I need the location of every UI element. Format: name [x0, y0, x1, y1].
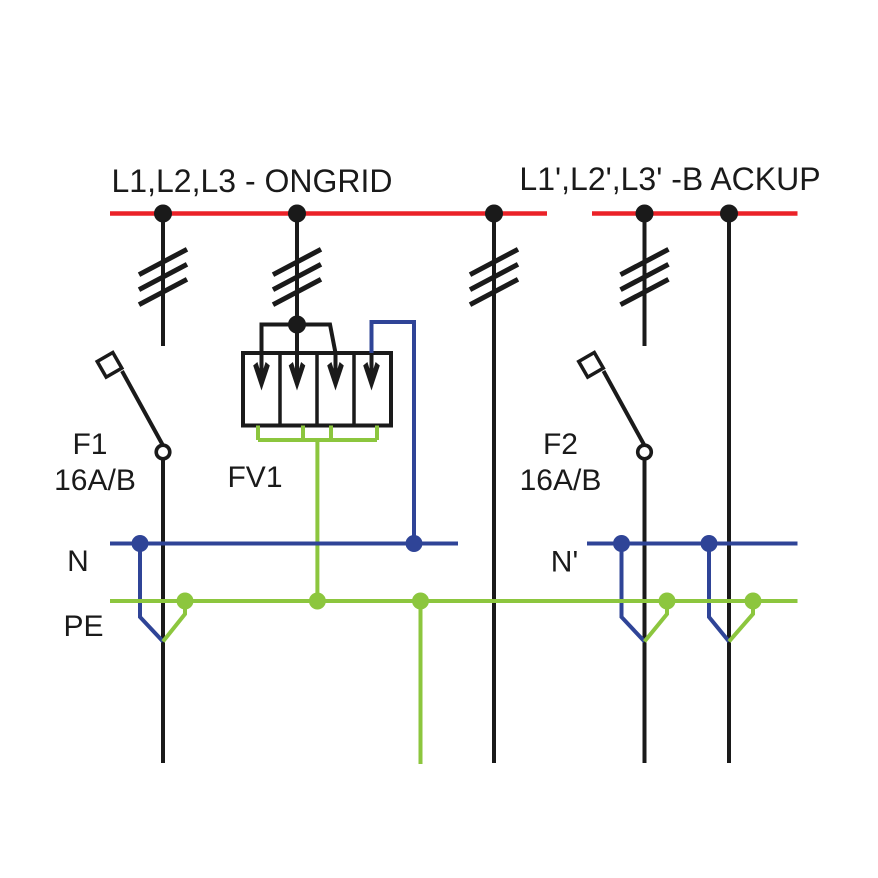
spd-earth-comb: [256, 425, 379, 601]
spd-arrow-cell4: [363, 353, 380, 391]
breaker-f1-rating: 16A/B: [54, 464, 136, 497]
backup-bus-label: L1',L2',L3' -B ACKUP: [519, 161, 820, 197]
breaker-f1-label: F1: [72, 428, 107, 461]
breaker-f1-contact-circle: [154, 443, 172, 461]
neutral-bond-link-1: [138, 543, 165, 643]
three-phase-mark-1: [137, 247, 189, 307]
junction-dot-phase: [635, 204, 654, 223]
junction-dot-phase: [288, 204, 306, 223]
junction-dot-neutral: [405, 535, 423, 552]
breaker-f2-blade: [601, 370, 647, 447]
junction-dot-earth: [176, 592, 194, 610]
junction-dot-earth: [744, 592, 762, 610]
junction-dot-phase: [720, 204, 738, 223]
phase-tick: [468, 247, 520, 277]
neutral-bond-link-2: [619, 543, 646, 643]
phase-tick: [137, 262, 189, 292]
breaker-f2-label: F2: [543, 428, 578, 461]
ongrid-bus-label: L1,L2,L3 - ONGRID: [112, 163, 393, 199]
spd-arrow-cell2: [288, 353, 306, 391]
neutral-bus-backup: [587, 541, 798, 643]
three-phase-mark-2: [271, 247, 323, 307]
junction-dot-neutral: [700, 535, 718, 552]
phase-tick: [271, 247, 323, 277]
junction-dot-earth: [308, 592, 326, 610]
phase-tick: [137, 247, 189, 277]
junction-dot-spd-feed: [288, 315, 306, 334]
neutral-bus-ongrid: [110, 541, 458, 643]
spd-arrow-cell3: [327, 353, 344, 391]
spd-arrow-cell1: [253, 353, 270, 391]
neutral-bus-label: N: [67, 545, 89, 578]
earth-bus-label: PE: [63, 610, 103, 643]
phase-tick: [468, 262, 520, 292]
breaker-f2-fuse-square: [576, 350, 606, 380]
phase-tick: [271, 262, 323, 292]
spd-arrow-head: [253, 362, 270, 391]
phase-feeder-f1: [94, 213, 189, 763]
spd-arrow-head: [288, 362, 306, 391]
junction-dot-neutral: [131, 535, 149, 552]
breaker-f2-contact-circle: [635, 443, 654, 461]
phase-tick: [619, 247, 670, 277]
three-phase-mark-3: [468, 247, 520, 307]
junction-dot-neutral: [613, 535, 630, 552]
phase-tick: [468, 277, 520, 307]
spd-arrow-head: [363, 362, 380, 391]
junction-dot-phase: [485, 204, 503, 223]
breaker-f1-fuse-square: [94, 350, 125, 380]
junction-dot-phase: [154, 204, 172, 223]
spd-arrow-head: [327, 362, 344, 391]
breaker-f2-symbol: [576, 350, 654, 461]
phase-feeder-f2: [576, 213, 670, 763]
three-phase-mark-4: [619, 247, 670, 307]
phase-tick: [619, 277, 670, 307]
phase-tick: [271, 277, 323, 307]
spd-neutral-feed: [369, 320, 416, 544]
earth-bus: [110, 599, 798, 764]
neutral-bond-link-3: [707, 543, 731, 643]
surge-protector-fv1: [241, 320, 416, 601]
junction-dot-earth: [412, 592, 429, 610]
junction-dots: [131, 204, 762, 610]
breaker-f2-rating: 16A/B: [520, 464, 602, 497]
surge-protector-label: FV1: [227, 461, 282, 494]
phase-tick: [137, 277, 189, 307]
breaker-f1-symbol: [94, 350, 172, 461]
breaker-f1-blade: [120, 370, 165, 447]
junction-dot-earth: [658, 592, 676, 610]
neutral-backup-bus-label: N': [551, 546, 578, 579]
phase-tick: [619, 262, 670, 292]
